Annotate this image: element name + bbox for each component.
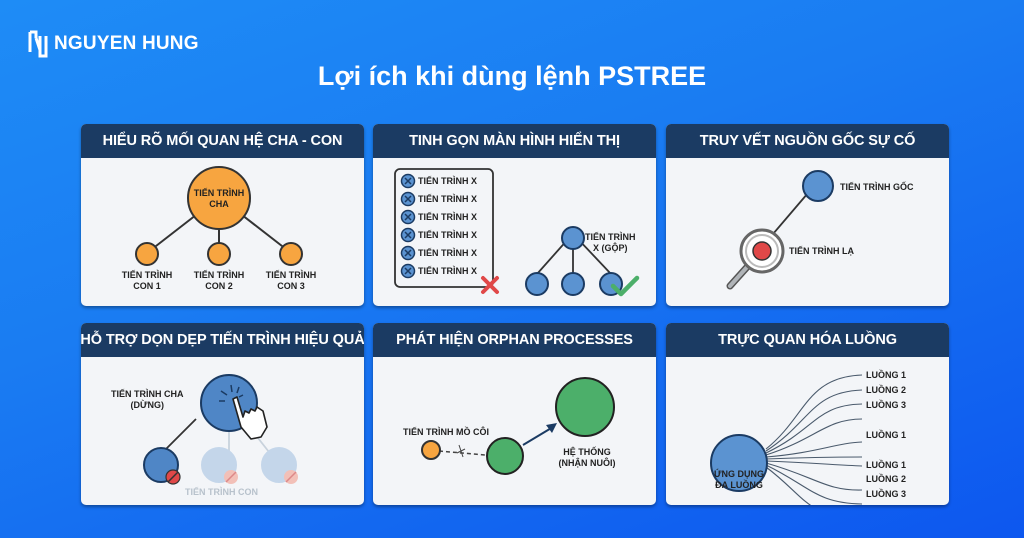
card-title: TRUY VẾT NGUỒN GỐC SỰ CỐ: [666, 124, 949, 158]
magnifier-icon: [726, 228, 785, 290]
hand-pointer-icon: [219, 384, 268, 440]
card-parent-child: HIỂU RÕ MỐI QUAN HỆ CHA - CON TIẾN TRÌNH…: [81, 124, 364, 306]
arrow-icon: [546, 423, 557, 433]
thread-label: LUỒNG 2: [866, 474, 907, 484]
orphan-node: [421, 440, 441, 460]
list-item: TIẾN TRÌNH X: [418, 266, 478, 276]
child-node: [279, 242, 303, 266]
list-item: TIẾN TRÌNH X: [418, 176, 478, 186]
orphan-label: TIẾN TRÌNH MỒ CÔI: [403, 427, 489, 437]
card-body: TIẾN TRÌNH X TIẾN TRÌNH X TIẾN TRÌNH X T…: [373, 158, 656, 306]
x-circle-icon: [400, 173, 416, 279]
card-title: HỖ TRỢ DỌN DẸP TIẾN TRÌNH HIỆU QUẢ: [81, 323, 364, 357]
card-orphan: PHÁT HIỆN ORPHAN PROCESSES TIẾN TRÌNH MỒ…: [373, 323, 656, 505]
card-body: TIẾN TRÌNH CHA(DỪNG) TIẾN TRÌNH CON: [81, 357, 364, 505]
nh-logo-icon: [28, 30, 48, 58]
card-title: HIỂU RÕ MỐI QUAN HỆ CHA - CON: [81, 124, 364, 158]
list-item: TIẾN TRÌNH X: [418, 230, 478, 240]
thread-label: LUỒNG 3: [866, 489, 907, 499]
children-label: TIẾN TRÌNH CON: [185, 487, 258, 497]
card-body: TIẾN TRÌNH MỒ CÔI HỆ THỐNG(NHẬN NUÔI): [373, 357, 656, 505]
check-mark-icon: [610, 275, 640, 297]
card-title: TRỰC QUAN HÓA LUỒNG: [666, 323, 949, 357]
suspect-node: [752, 241, 772, 261]
thread-label: LUỒNG 1: [866, 460, 907, 470]
thread-label: LUỒNG 1: [866, 370, 907, 380]
process-list-box: [394, 168, 494, 288]
card-title: PHÁT HIỆN ORPHAN PROCESSES: [373, 323, 656, 357]
card-body: TIẾN TRÌNH GỐC TIẾN TRÌNH LẠ: [666, 158, 949, 306]
card-title: TINH GỌN MÀN HÌNH HIỂN THỊ: [373, 124, 656, 158]
child-node: [207, 242, 231, 266]
x-mark-icon: [481, 276, 499, 294]
list-item: TIẾN TRÌNH X: [418, 248, 478, 258]
card-compact-display: TINH GỌN MÀN HÌNH HIỂN THỊ TIẾN TRÌNH X …: [373, 124, 656, 306]
card-trace-origin: TRUY VẾT NGUỒN GỐC SỰ CỐ TIẾN TRÌNH GỐC …: [666, 124, 949, 306]
system-node: [555, 377, 615, 437]
list-item: TIẾN TRÌNH X: [418, 212, 478, 222]
suspect-label: TIẾN TRÌNH LẠ: [789, 246, 854, 256]
thread-label: LUỒNG 3: [866, 400, 907, 410]
card-cleanup: HỖ TRỢ DỌN DẸP TIẾN TRÌNH HIỆU QUẢ TIẾN …: [81, 323, 364, 505]
system-label: HỆ THỐNG(NHẬN NUÔI): [558, 447, 616, 469]
root-node: [802, 170, 834, 202]
card-threads: TRỰC QUAN HÓA LUỒNG LUỒNG 1 LUỒNG 2 LUỒN…: [666, 323, 949, 505]
thread-label: LUỒNG 2: [866, 385, 907, 395]
thread-label: LUỒNG 1: [866, 430, 907, 440]
app-node: [710, 434, 768, 492]
child-node: [135, 242, 159, 266]
card-body: LUỒNG 1 LUỒNG 2 LUỒNG 3 LUỒNG 1 LUỒNG 1 …: [666, 357, 949, 505]
parent-label: TIẾN TRÌNH CHA(DỪNG): [111, 389, 184, 411]
brand-name: NGUYEN HUNG: [54, 33, 199, 54]
brand: NGUYEN HUNG: [28, 30, 199, 58]
adopted-node: [486, 437, 524, 475]
root-label: TIẾN TRÌNH GỐC: [840, 182, 914, 192]
thread-lines: [765, 374, 863, 505]
list-item: TIẾN TRÌNH X: [418, 194, 478, 204]
parent-node: [187, 166, 251, 230]
tree-diagram: [135, 166, 303, 266]
page-title: Lợi ích khi dùng lệnh PSTREE: [317, 61, 707, 91]
block-icon: [165, 469, 298, 485]
